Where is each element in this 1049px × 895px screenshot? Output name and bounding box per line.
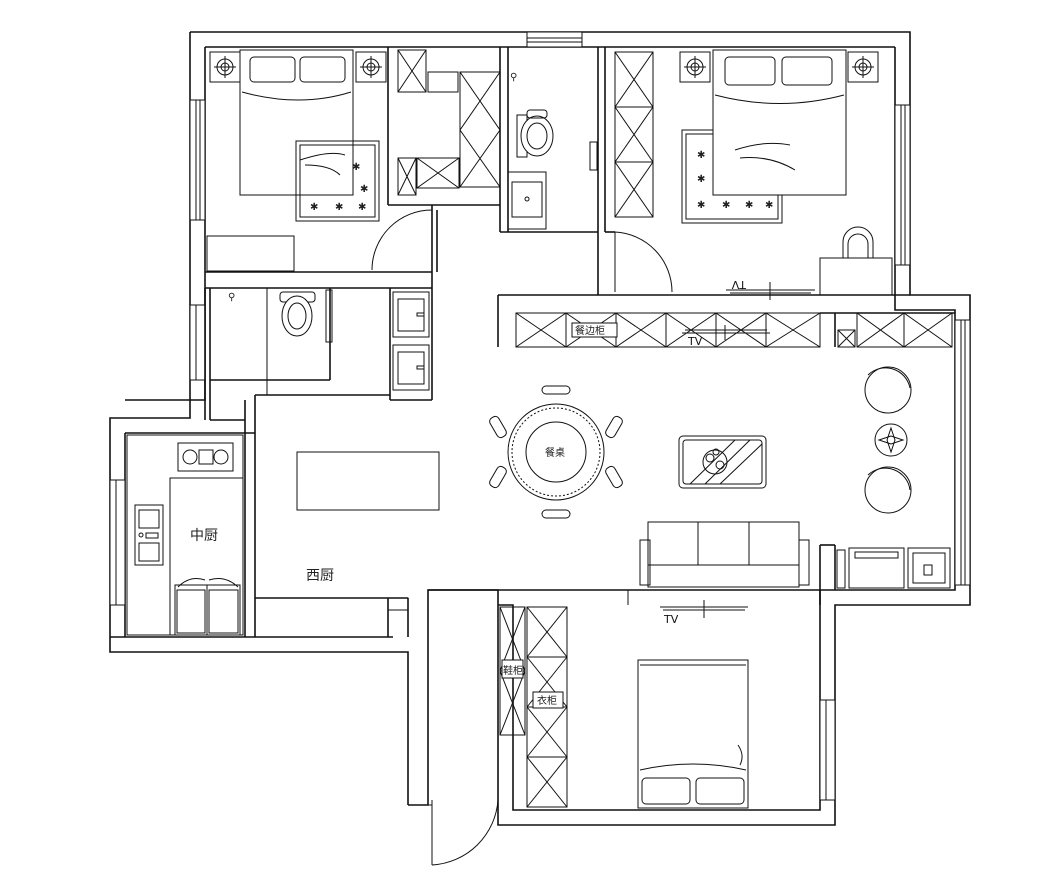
stove-icon xyxy=(177,442,234,472)
door-swing-icon xyxy=(371,209,433,271)
svg-text:✱: ✱ xyxy=(697,150,705,161)
svg-text:✱: ✱ xyxy=(310,202,318,213)
kitchen-island xyxy=(296,451,440,511)
chair-icon xyxy=(842,226,874,258)
door-swing-icon xyxy=(614,231,673,293)
svg-text:✱: ✱ xyxy=(697,200,705,211)
armchair-icon xyxy=(864,466,912,514)
bathroom-left: ⚲ xyxy=(228,288,430,395)
nightstand-lamp-icon xyxy=(360,56,382,78)
bathroom-top: ⚲ xyxy=(507,72,598,230)
nightstand-lamp-icon xyxy=(684,56,706,78)
svg-text:✱: ✱ xyxy=(352,162,360,173)
svg-text:✱: ✱ xyxy=(360,184,368,195)
bedroom-top-left: ✱ ✱ ✱ ✱ ✱ xyxy=(206,49,387,272)
windows xyxy=(109,31,971,801)
western-kitchen: 西厨 xyxy=(296,451,440,611)
sink-icon xyxy=(507,171,547,230)
armchairs xyxy=(864,366,912,514)
bed-icon xyxy=(637,659,749,809)
svg-text:✱: ✱ xyxy=(335,202,343,213)
dining-table-icon: 餐桌 xyxy=(489,385,623,519)
svg-text:✱: ✱ xyxy=(745,200,753,211)
plant-icon xyxy=(702,448,728,475)
closet-top-middle xyxy=(397,49,501,196)
desk xyxy=(206,235,295,272)
tv-label-living: TV xyxy=(687,335,703,348)
plant-icon xyxy=(874,423,908,457)
wardrobe-icon xyxy=(614,51,654,218)
sideboard-row: 餐边柜 TV xyxy=(515,312,953,348)
entry-door-swing-icon xyxy=(431,799,499,866)
shoe-cabinet-label: 鞋柜 xyxy=(503,664,523,677)
tv-bottom: TV xyxy=(627,590,748,626)
armchair-icon xyxy=(864,366,912,414)
bedroom-bottom: 鞋柜 衣柜 xyxy=(499,606,749,809)
interior-walls xyxy=(125,47,955,637)
wardrobe-icon: 衣柜 xyxy=(526,606,568,808)
laundry-corner xyxy=(836,547,951,589)
bedroom-top-right: ✱ ✱ ✱ ✱ ✱ ✱ TV xyxy=(614,49,893,300)
tv-label-top-bedroom: TV xyxy=(731,278,747,291)
nightstand-lamp-icon xyxy=(214,56,236,78)
double-sink-icon xyxy=(392,291,430,391)
svg-text:✱: ✱ xyxy=(765,200,773,211)
shoe-cabinet-icon: 鞋柜 xyxy=(499,606,526,736)
desk xyxy=(819,257,893,296)
western-kitchen-label: 西厨 xyxy=(306,568,334,584)
fridge-icon xyxy=(174,578,241,636)
tv-label-bedroom: TV xyxy=(663,613,679,626)
dining-table-label: 餐桌 xyxy=(545,446,565,459)
nightstand-lamp-icon xyxy=(852,56,874,78)
svg-text:✱: ✱ xyxy=(358,202,366,213)
svg-text:✱: ✱ xyxy=(697,174,705,185)
toilet-icon xyxy=(279,291,316,337)
shower-icon: ⚲ xyxy=(510,72,517,83)
rug-icon: ✱ ✱ ✱ ✱ ✱ xyxy=(295,140,380,222)
tv-icon: TV xyxy=(726,278,815,300)
sideboard-label: 餐边柜 xyxy=(575,324,605,337)
chinese-kitchen: 中厨 xyxy=(126,434,244,636)
toilet-icon xyxy=(516,109,554,158)
chinese-kitchen-label: 中厨 xyxy=(190,528,218,544)
coffee-table-icon xyxy=(678,435,767,489)
sofa-icon xyxy=(639,521,810,588)
doors xyxy=(371,209,673,866)
shower-icon: ⚲ xyxy=(228,292,235,303)
bed-icon xyxy=(712,49,847,196)
wardrobe-label: 衣柜 xyxy=(537,694,557,707)
svg-text:✱: ✱ xyxy=(722,200,730,211)
sink-icon xyxy=(134,504,164,566)
